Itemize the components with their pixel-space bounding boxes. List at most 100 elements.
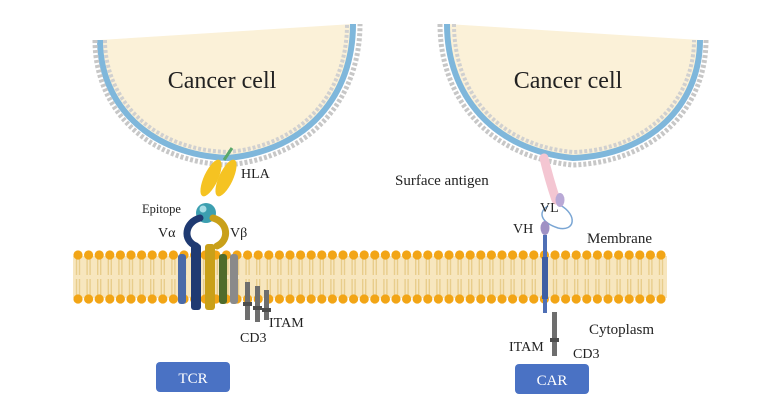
lipid-head xyxy=(614,294,624,304)
itam-car-label: ITAM xyxy=(509,340,544,355)
car-itam-mark xyxy=(550,338,559,342)
lipid-head xyxy=(338,250,348,260)
lipid-head xyxy=(592,250,603,260)
lipid-head xyxy=(476,250,486,260)
lipid-bilayer xyxy=(73,250,667,304)
car-button-bg[interactable] xyxy=(515,364,589,394)
lipid-head xyxy=(486,250,496,260)
car-button-label: CAR xyxy=(537,373,568,389)
lipid-head xyxy=(306,250,316,260)
lipid-head xyxy=(327,250,337,260)
cd3-chain-3 xyxy=(230,254,238,304)
lipid-head xyxy=(476,294,486,304)
cd3-tail-1 xyxy=(245,282,250,320)
lipid-head xyxy=(582,294,592,304)
car-hinge xyxy=(543,235,547,257)
lipid-head xyxy=(412,250,422,260)
lipid-head xyxy=(391,250,401,260)
hla-molecule xyxy=(200,147,237,197)
lipid-head xyxy=(338,294,348,304)
vh-label: VH xyxy=(513,222,533,237)
lipid-head xyxy=(444,250,454,260)
cancer-cell-left-body xyxy=(100,24,353,158)
lipid-head xyxy=(380,294,390,304)
lipid-head xyxy=(507,294,518,304)
epitope-highlight xyxy=(199,205,207,213)
cancer-cell-right-membrane-inner xyxy=(444,23,703,162)
lipid-head xyxy=(105,250,115,260)
lipid-head xyxy=(158,250,168,260)
lipid-head xyxy=(412,294,422,304)
hla-label: HLA xyxy=(241,167,271,182)
lipid-head xyxy=(402,250,412,260)
lipid-head xyxy=(327,294,337,304)
car-costim-tail xyxy=(543,299,547,313)
car-cd3-tail xyxy=(552,312,557,356)
hla-chain-a xyxy=(200,159,222,197)
lipid-head xyxy=(423,294,433,304)
lipid-head xyxy=(518,250,528,260)
lipid-head xyxy=(274,294,284,304)
lipid-head xyxy=(486,294,496,304)
lipid-head xyxy=(635,294,645,304)
itam-tcr-label: ITAM xyxy=(269,316,304,331)
tcr-button[interactable]: TCR xyxy=(156,362,230,392)
hla-chain-b xyxy=(215,159,237,197)
lipid-head xyxy=(317,250,327,260)
lipid-head xyxy=(603,294,613,304)
tcr-alpha-chain xyxy=(191,244,201,310)
lipid-head xyxy=(285,250,295,260)
lipid-head xyxy=(635,250,645,260)
lipid-head xyxy=(380,250,390,260)
lipid-head xyxy=(507,250,518,260)
lipid-head xyxy=(582,250,592,260)
v-beta-domain xyxy=(209,214,229,250)
lipid-head xyxy=(645,250,656,260)
lipid-head xyxy=(349,294,359,304)
lipid-head xyxy=(349,250,359,260)
cancer-cell-left-membrane-inner xyxy=(97,23,356,162)
tcr-button-label: TCR xyxy=(178,371,207,387)
lipid-head xyxy=(497,250,507,260)
lipid-head xyxy=(253,250,263,260)
lipid-head xyxy=(274,250,284,260)
lipid-head xyxy=(603,250,613,260)
lipid-head xyxy=(402,294,412,304)
lipid-head xyxy=(158,294,168,304)
lipid-head xyxy=(147,294,157,304)
lipid-head xyxy=(73,294,83,304)
lipid-head xyxy=(592,294,603,304)
cd3-tail-3 xyxy=(264,290,269,320)
tcr-cd3-tails xyxy=(243,282,271,322)
cancer-cell-right-label: Cancer cell xyxy=(514,68,623,94)
lipid-head xyxy=(571,250,581,260)
lipid-head xyxy=(656,294,666,304)
cd3-tcr-label: CD3 xyxy=(240,331,266,346)
tcr-beta-chain xyxy=(205,244,215,310)
itam-mark-3 xyxy=(262,308,271,312)
cd3-tail-2 xyxy=(255,286,260,322)
lipid-head xyxy=(370,294,380,304)
cytoplasm-label: Cytoplasm xyxy=(589,322,654,338)
lipid-head xyxy=(550,250,560,260)
lipid-head xyxy=(94,250,104,260)
lipid-head xyxy=(529,294,539,304)
lipid-head xyxy=(94,294,104,304)
lipid-head xyxy=(126,250,136,260)
lipid-head xyxy=(84,250,94,260)
lipid-head xyxy=(656,250,666,260)
vl-label: VL xyxy=(540,201,559,216)
lipid-head xyxy=(444,294,454,304)
lipid-head xyxy=(465,250,475,260)
hla-stalk xyxy=(222,147,234,161)
lipid-head xyxy=(296,250,306,260)
v-alpha-domain xyxy=(183,214,204,250)
cancer-cell-right-body xyxy=(447,24,700,158)
lipid-head xyxy=(624,250,634,260)
tcr-button-bg[interactable] xyxy=(156,362,230,392)
lipid-head xyxy=(455,294,465,304)
car-transmembrane xyxy=(542,257,548,299)
car-button[interactable]: CAR xyxy=(515,364,589,394)
lipid-head xyxy=(264,250,274,260)
